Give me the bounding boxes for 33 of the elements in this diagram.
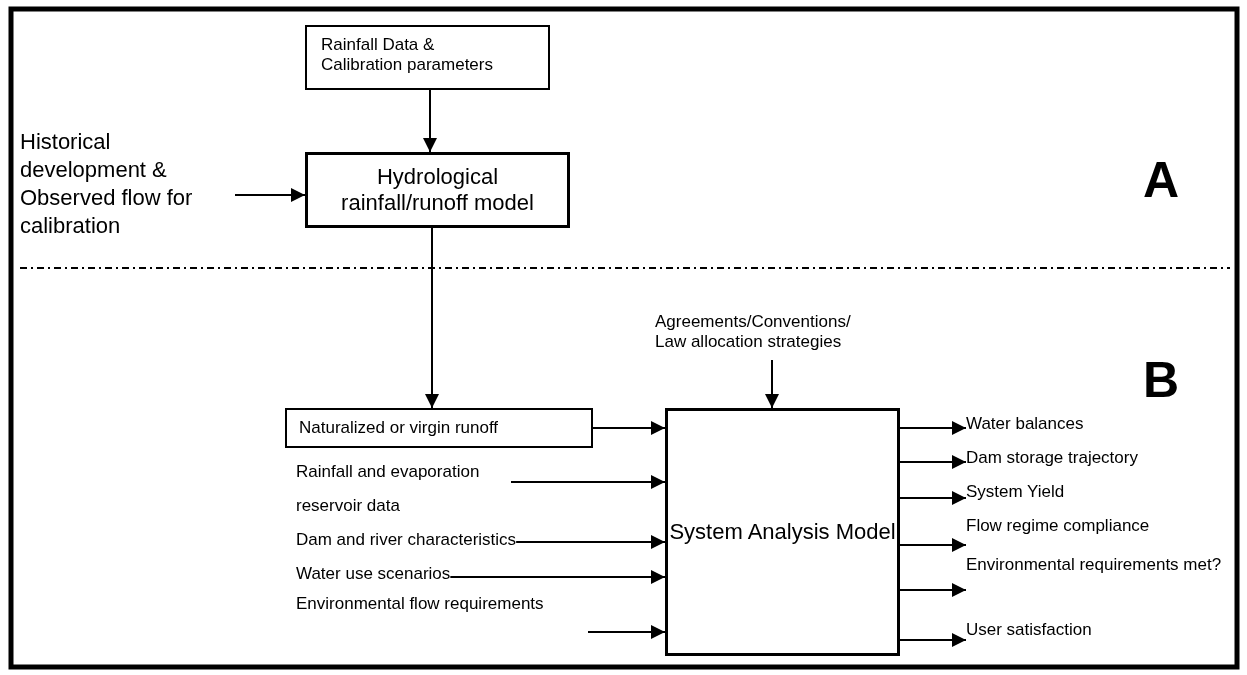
arrow <box>899 491 967 505</box>
output-text: Environmental requirements met? <box>966 550 1228 604</box>
output-text: User satisfaction <box>966 620 1216 646</box>
output-text: Water balances <box>966 414 1216 440</box>
input-text: Dam and river characteristics <box>296 530 517 556</box>
output-text: Dam storage trajectory <box>966 448 1216 474</box>
arrow <box>899 455 967 469</box>
model-box: System Analysis Model <box>665 408 900 656</box>
output-text: Flow regime compliance <box>966 516 1216 542</box>
section-letter: A <box>1143 155 1180 205</box>
input-box: Rainfall Data & Calibration parameters <box>305 25 550 90</box>
arrow <box>899 633 967 647</box>
input-text: Rainfall and evaporation reservoir data <box>296 455 511 515</box>
arrow <box>449 570 666 584</box>
input-text: Environmental flow requirements <box>296 594 588 640</box>
arrow <box>515 535 666 549</box>
output-text: System Yield <box>966 482 1216 508</box>
arrow <box>423 89 437 153</box>
arrow <box>510 475 666 489</box>
arrow <box>899 583 967 597</box>
input-text: Water use scenarios <box>296 564 451 590</box>
arrow <box>587 625 666 639</box>
arrow <box>234 188 306 202</box>
model-box: Hydrological rainfall/runoff model <box>305 152 570 228</box>
arrow <box>765 359 779 409</box>
input-text: Agreements/Conventions/ Law allocation strategies <box>655 312 870 360</box>
arrow <box>592 421 666 435</box>
input-text: Historical development & Observed flow for calibration <box>20 128 235 244</box>
input-box: Naturalized or virgin runoff <box>285 408 593 448</box>
section-letter: B <box>1143 355 1180 405</box>
arrow <box>425 227 439 409</box>
arrow <box>899 421 967 435</box>
arrow <box>899 538 967 552</box>
